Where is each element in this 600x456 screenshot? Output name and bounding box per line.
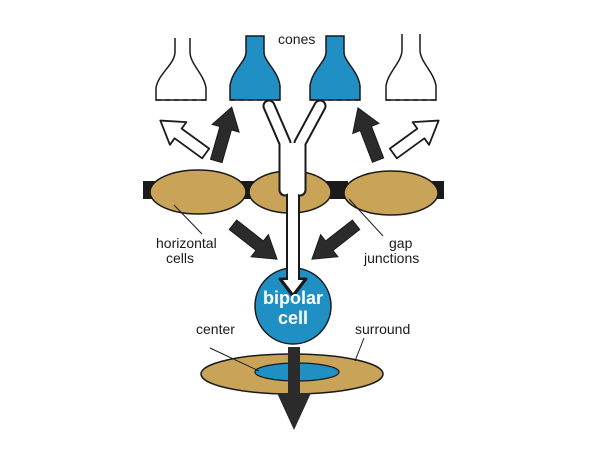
horizontal-cells-label-line2: cells	[166, 250, 194, 266]
y-arrow-cones-to-bipolar	[262, 99, 327, 298]
cone-outer-right	[385, 34, 437, 101]
output-arrow-shaft	[288, 347, 300, 393]
hollow-arrow-left	[159, 119, 211, 160]
cone-active-right	[309, 35, 361, 101]
cone-active-left	[229, 35, 281, 101]
cones-label: cones	[278, 31, 315, 47]
bipolar-label-line1: bipolar	[263, 288, 323, 308]
bipolar-label-line2: cell	[278, 308, 308, 328]
cone-outer-left	[155, 38, 207, 101]
dark-arrow-feedback-right	[352, 106, 385, 163]
center-label: center	[196, 321, 235, 337]
output-arrow-head	[277, 393, 311, 430]
dark-arrow-to-bipolar-right	[311, 219, 361, 260]
hollow-arrow-right	[388, 119, 440, 160]
leader-lines	[173, 198, 384, 372]
horizontal-cell-right	[343, 170, 439, 216]
dark-arrow-feedback-left	[209, 106, 240, 164]
horizontal-cell-left	[149, 169, 247, 215]
horizontal-cells-label-line1: horizontal	[156, 235, 217, 251]
surround-label: surround	[355, 321, 410, 337]
dark-arrow-to-bipolar-left	[228, 219, 278, 260]
gap-junctions-label-line2: junctions	[363, 250, 419, 266]
gap-junctions-label-line1: gap	[389, 235, 413, 251]
